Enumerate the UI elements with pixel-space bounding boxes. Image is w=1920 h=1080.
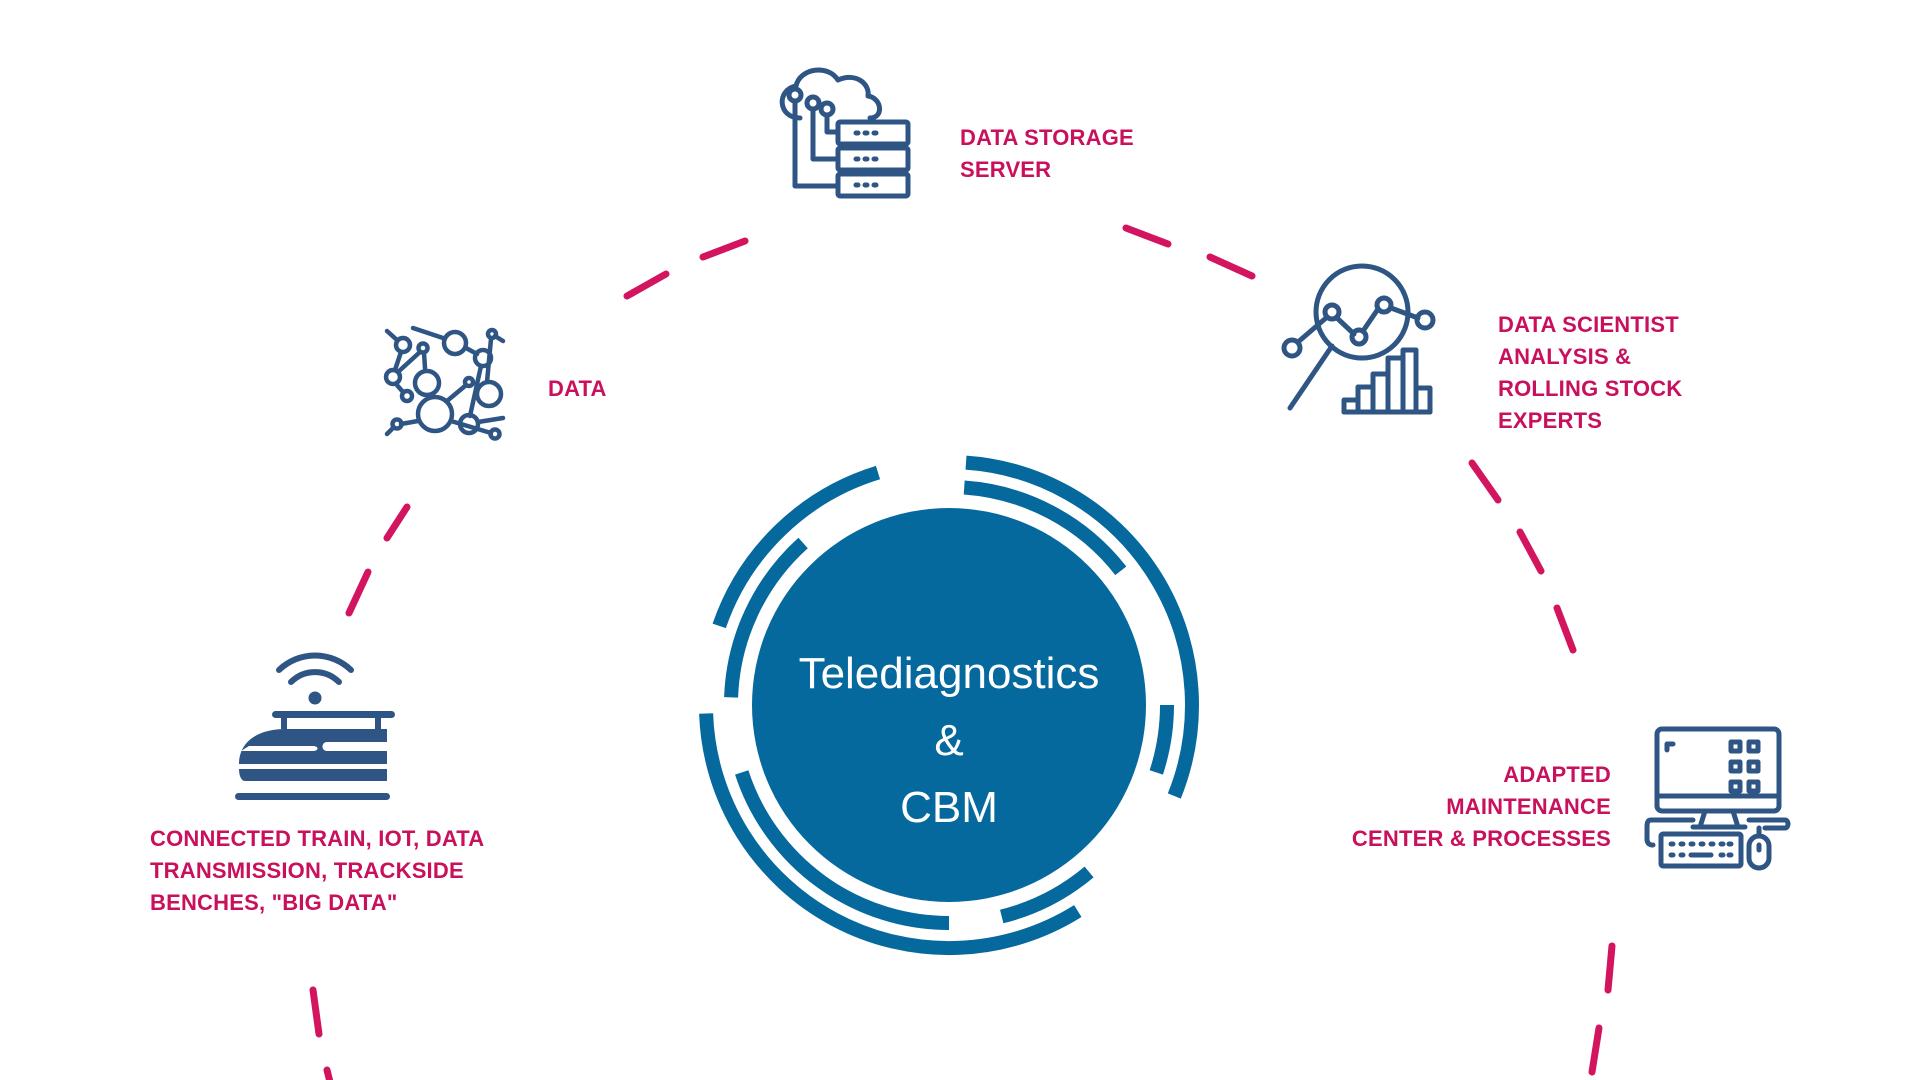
cycle-dash [1604,942,1616,994]
inner-ring-segment [1149,704,1174,775]
dashed-cycle-path [309,224,1616,1080]
cycle-dash [699,237,749,261]
inner-ring-segment [724,537,808,698]
cycle-dash [1468,459,1502,504]
inner-ring-segment [963,480,1127,576]
cloud-server-icon [770,66,911,204]
label-data-scientist: DATA SCIENTIST ANALYSIS & ROLLING STOCK … [1498,309,1682,437]
core-title-line-3: CBM [900,783,998,832]
connected-train-icon [235,645,395,805]
data-network-icon [383,325,515,454]
label-line: MAINTENANCE [1446,794,1611,819]
label-line: CENTER & PROCESSES [1351,826,1611,851]
analytics-magnifier-icon [1281,262,1442,420]
label-line: ROLLING STOCK [1498,376,1683,401]
cycle-dash [1206,253,1256,280]
cycle-dash [623,270,670,300]
inner-ring-segment [999,866,1094,924]
core-title-line-2: & [934,716,964,765]
label-line: SERVER [960,157,1052,182]
cycle-dash [323,1066,334,1080]
label-line: ANALYSIS & [1498,344,1632,369]
core-title-line-1: Telediagnostics [798,649,1100,698]
label-line: ADAPTED [1503,762,1611,787]
cycle-dash [1122,224,1172,248]
cycle-dash [1553,604,1577,654]
label-data-storage-server: DATA STORAGE SERVER [960,122,1134,186]
desktop-computer-icon [1644,726,1795,876]
outer-ring-segment [965,455,1199,799]
label-line: BENCHES, "BIG DATA" [150,890,398,915]
label-line: EXPERTS [1498,408,1603,433]
label-maintenance-center: ADAPTED MAINTENANCE CENTER & PROCESSES [1352,759,1611,855]
outer-ring-segment [699,713,1082,956]
label-line: TRANSMISSION, TRACKSIDE [150,858,464,883]
inner-ring-segment [735,770,950,930]
cycle-dash [309,986,323,1038]
label-line: DATA SCIENTIST [1498,312,1679,337]
cycle-dash [345,568,372,617]
cycle-dash [383,503,411,542]
label-line: CONNECTED TRAIN, IOT, DATA [150,826,485,851]
core-circle [752,508,1146,902]
label-connected-train: CONNECTED TRAIN, IOT, DATA TRANSMISSION,… [150,823,484,919]
label-data: DATA [548,373,607,405]
cycle-dash [1516,528,1545,575]
label-line: DATA [548,376,607,401]
cycle-dash [1588,1024,1603,1076]
outer-ring-segment [712,465,881,629]
core-title: Telediagnostics & CBM [749,640,1149,841]
label-line: DATA STORAGE [960,125,1134,150]
core-rings [699,455,1199,956]
